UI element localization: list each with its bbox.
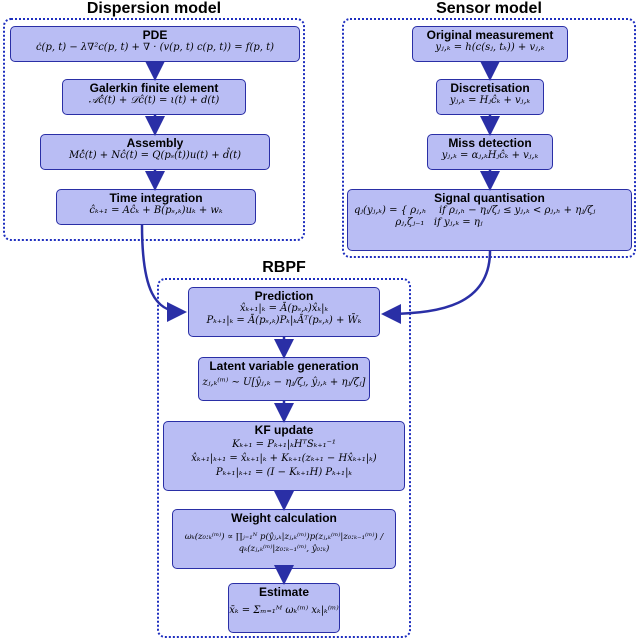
weight-calculation-equation: ωₖ(z₀:ₖ⁽ᵐ⁾) ∝ ∏ⱼ₌₁ᴺ p(ŷⱼ,ₖ|zⱼ,ₖ⁽ᵐ⁾)p(zⱼ,…	[184, 532, 384, 554]
estimate-box: Estimate x̄ₖ = Σₘ₌₁ᴹ ωₖ⁽ᵐ⁾ xₖ|ₖ⁽ᵐ⁾	[228, 583, 340, 633]
estimate-title: Estimate	[258, 585, 310, 599]
galerkin-title: Galerkin finite element	[89, 81, 219, 95]
prediction-box: Prediction x̂ₖ₊₁|ₖ = Ā(pₛ,ₖ)x̂ₖ|ₖ Pₖ₊₁|ₖ…	[188, 287, 380, 337]
weight-calculation-title: Weight calculation	[231, 511, 337, 525]
arrow-time-integration-to-prediction	[140, 224, 187, 322]
rbpf-title: RBPF	[262, 259, 306, 276]
signal-quantisation-case-1: qⱼ(yⱼ,ₖ) = { ρⱼ,ₕ if ρⱼ,ₕ − ηⱼ/ζⱼ ≤ yⱼ,ₖ…	[354, 205, 596, 216]
arrow-quantisation-to-prediction	[381, 250, 492, 324]
latent-variable-equation: zⱼ,ₖ⁽ᵐ⁾ ∼ U[ŷⱼ,ₖ − ηⱼ/ζⱼ, ŷⱼ,ₖ + ηⱼ/ζⱼ]	[202, 377, 366, 388]
time-integration-box: Time integration ĉₖ₊₁ = Aĉₖ + B(pₛ,ₖ)uₖ …	[56, 189, 256, 225]
pde-equation: ċ(p, t) − λ∇²c(p, t) + ∇ · (v(p, t) c(p,…	[35, 42, 275, 53]
original-measurement-equation: yⱼ,ₖ = h(c(sⱼ, tₖ)) + vⱼ,ₖ	[435, 42, 545, 53]
original-measurement-title: Original measurement	[426, 28, 554, 42]
assembly-title: Assembly	[126, 136, 184, 150]
estimate-equation: x̄ₖ = Σₘ₌₁ᴹ ωₖ⁽ᵐ⁾ xₖ|ₖ⁽ᵐ⁾	[229, 605, 339, 616]
discretisation-equation: yⱼ,ₖ = Hⱼĉₖ + vⱼ,ₖ	[449, 95, 531, 106]
signal-quantisation-title: Signal quantisation	[434, 191, 545, 205]
sensor-model-title: Sensor model	[436, 0, 542, 17]
assembly-equation: Mĉ̇(t) + Nĉ(t) = Q(pₛ(t))u(t) + d̂(t)	[68, 150, 242, 161]
prediction-equation-1: x̂ₖ₊₁|ₖ = Ā(pₛ,ₖ)x̂ₖ|ₖ	[239, 303, 329, 314]
kf-update-equation-3: Pₖ₊₁|ₖ₊₁ = (I − Kₖ₊₁H) Pₖ₊₁|ₖ	[215, 467, 353, 478]
kf-update-box: KF update Kₖ₊₁ = Pₖ₊₁|ₖHᵀSₖ₊₁⁻¹ x̂ₖ₊₁|ₖ₊…	[163, 421, 405, 491]
galerkin-box: Galerkin finite element 𝒜ĉ̇(t) + 𝒟ĉ(t) =…	[62, 79, 246, 115]
prediction-equation-2: Pₖ₊₁|ₖ = Ā(pₛ,ₖ)Pₖ|ₖĀᵀ(pₛ,ₖ) + W̄ₖ	[206, 315, 362, 326]
kf-update-title: KF update	[254, 423, 314, 437]
latent-variable-box: Latent variable generation zⱼ,ₖ⁽ᵐ⁾ ∼ U[ŷ…	[198, 357, 370, 401]
dispersion-model-title: Dispersion model	[86, 0, 222, 17]
time-integration-title: Time integration	[109, 191, 203, 205]
discretisation-title: Discretisation	[450, 81, 530, 95]
prediction-title: Prediction	[254, 289, 314, 303]
signal-quantisation-case-2: ρⱼ,ζⱼ₋₁ if yⱼ,ₖ = ηⱼ	[354, 217, 483, 228]
original-measurement-box: Original measurement yⱼ,ₖ = h(c(sⱼ, tₖ))…	[412, 26, 568, 62]
dispersion-model-group	[3, 18, 305, 241]
kf-update-equation-2: x̂ₖ₊₁|ₖ₊₁ = x̂ₖ₊₁|ₖ + Kₖ₊₁(zₖ₊₁ − Hx̂ₖ₊₁…	[191, 453, 377, 464]
kf-update-equation-1: Kₖ₊₁ = Pₖ₊₁|ₖHᵀSₖ₊₁⁻¹	[232, 439, 336, 450]
miss-detection-box: Miss detection yⱼ,ₖ = αⱼ,ₖHⱼĉₖ + vⱼ,ₖ	[427, 134, 553, 170]
rbpf-group	[157, 278, 411, 638]
miss-detection-equation: yⱼ,ₖ = αⱼ,ₖHⱼĉₖ + vⱼ,ₖ	[441, 150, 539, 161]
discretisation-box: Discretisation yⱼ,ₖ = Hⱼĉₖ + vⱼ,ₖ	[436, 79, 544, 115]
galerkin-equation: 𝒜ĉ̇(t) + 𝒟ĉ(t) = ι(t) + d(t)	[88, 95, 220, 106]
miss-detection-title: Miss detection	[448, 136, 532, 150]
time-integration-equation: ĉₖ₊₁ = Aĉₖ + B(pₛ,ₖ)uₖ + wₖ	[89, 205, 223, 216]
pde-title: PDE	[142, 28, 168, 42]
signal-quantisation-box: Signal quantisation qⱼ(yⱼ,ₖ) = { ρⱼ,ₕ if…	[347, 189, 632, 251]
latent-variable-title: Latent variable generation	[209, 359, 359, 373]
